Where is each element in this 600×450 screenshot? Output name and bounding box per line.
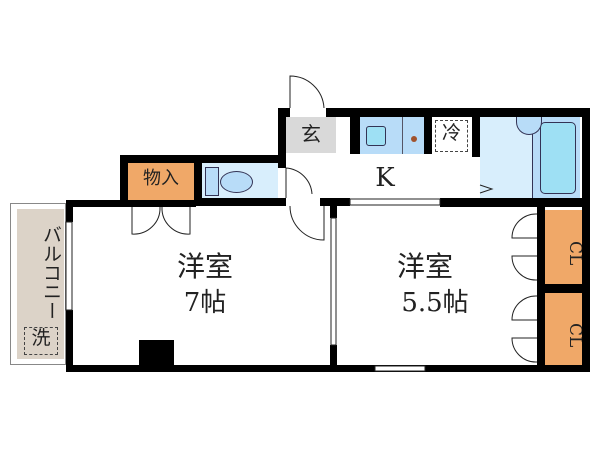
entrance-label: 玄 xyxy=(301,122,321,146)
closet-2-label: CL xyxy=(565,322,585,348)
wall xyxy=(66,200,73,222)
wall xyxy=(472,117,480,157)
wall xyxy=(120,155,286,163)
refrigerator-space xyxy=(435,120,468,152)
wall xyxy=(326,108,590,117)
toilet-bowl-icon xyxy=(220,171,253,193)
counter-divider xyxy=(402,117,403,154)
sink-icon xyxy=(366,126,386,146)
balcony-label: バルコニー xyxy=(40,224,62,320)
wall xyxy=(196,198,286,206)
western-room-2-size: 5.5帖 xyxy=(401,288,469,318)
closet-1-label: CL xyxy=(565,240,585,266)
wall xyxy=(330,198,337,218)
washer-label: 洗 xyxy=(31,327,51,349)
wall xyxy=(537,284,583,293)
wall xyxy=(278,108,286,168)
wall xyxy=(582,108,590,372)
wall xyxy=(66,200,196,207)
closet-2 xyxy=(545,293,583,365)
wall xyxy=(278,108,290,117)
wall xyxy=(66,310,73,372)
western-room-2-name: 洋室 xyxy=(396,250,453,283)
entrance xyxy=(286,117,336,153)
wall xyxy=(350,117,360,154)
storage-label: 物入 xyxy=(143,168,179,189)
toilet-tank xyxy=(205,167,219,196)
refrigerator-label: 冷 xyxy=(441,122,461,144)
washer-space xyxy=(24,327,58,355)
wall xyxy=(194,155,202,205)
kitchen-label: K xyxy=(375,163,395,193)
wall xyxy=(66,365,590,372)
stove-icon xyxy=(411,136,417,142)
wall xyxy=(330,345,337,370)
western-room-1-name: 洋室 xyxy=(176,250,233,283)
wall xyxy=(440,198,590,207)
bathtub-icon xyxy=(540,122,576,194)
wall xyxy=(424,117,432,154)
closet-1 xyxy=(545,210,583,284)
storage-room xyxy=(128,163,194,200)
wall xyxy=(120,155,128,205)
western-room-1-size: 7帖 xyxy=(183,288,227,318)
